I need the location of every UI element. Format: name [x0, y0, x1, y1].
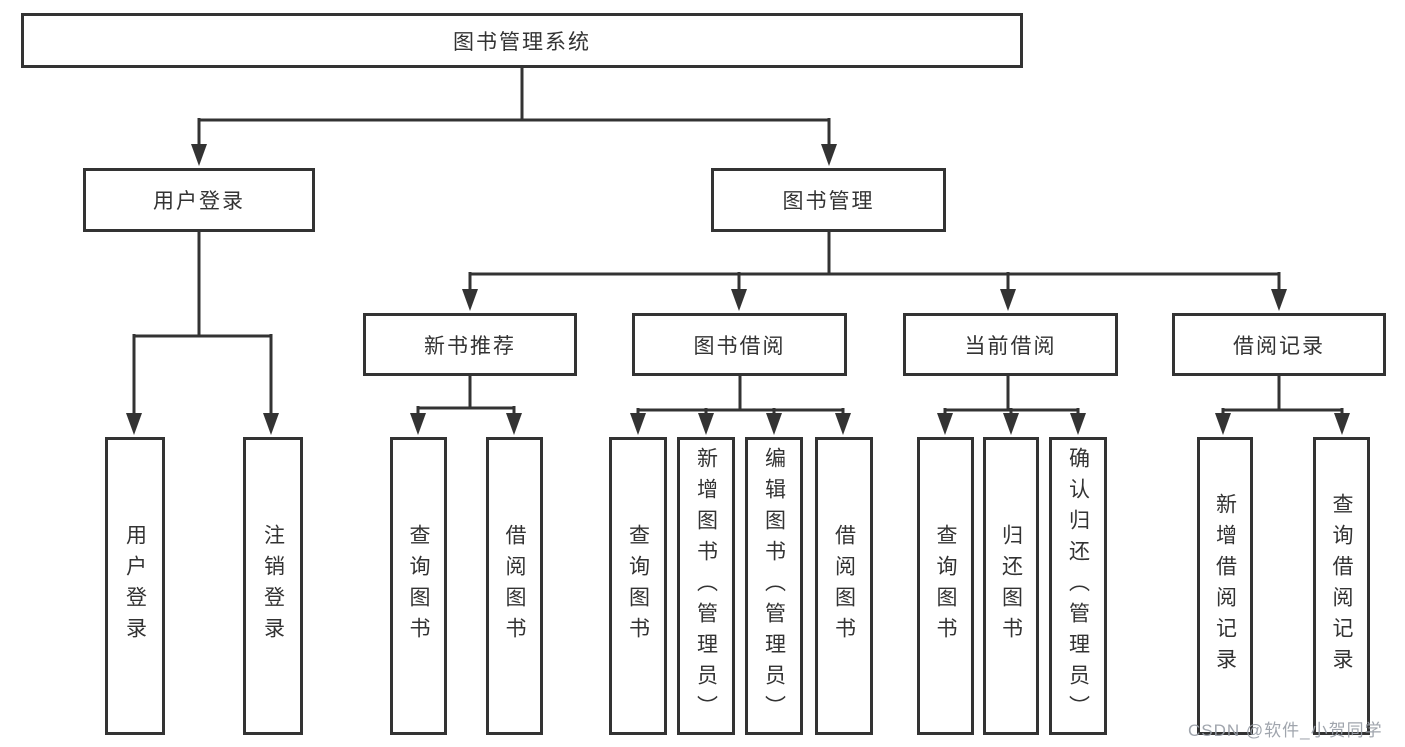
- node-book-borrow: 图书借阅: [632, 313, 847, 376]
- arrow-icon: [462, 289, 478, 311]
- leaf-user-login: 用户登录: [105, 437, 165, 735]
- leaf-add-book-admin: 新增图书（管理员）: [677, 437, 735, 735]
- leaf-add-borrow-record: 新增借阅记录: [1197, 437, 1253, 735]
- node-user-login: 用户登录: [83, 168, 315, 232]
- node-current-borrow: 当前借阅: [903, 313, 1118, 376]
- node-label: 查询图书: [407, 524, 430, 648]
- arrow-icon: [1000, 289, 1016, 311]
- node-label: 当前借阅: [964, 334, 1057, 358]
- csdn-watermark: CSDN @软件_小贺同学: [1188, 721, 1383, 740]
- leaf-borrow-books-recommend: 借阅图书: [486, 437, 543, 735]
- node-label: 确认归还（管理员）: [1066, 446, 1090, 726]
- arrow-icon: [731, 289, 747, 311]
- arrow-icon: [1215, 413, 1231, 435]
- node-label: 新增借阅记录: [1213, 493, 1237, 679]
- node-label: 归还图书: [999, 524, 1023, 648]
- arrow-icon: [630, 413, 646, 435]
- arrow-icon: [410, 413, 426, 435]
- node-label: 新增图书（管理员）: [694, 446, 718, 726]
- node-label: 借阅记录: [1233, 334, 1325, 358]
- arrow-icon: [1334, 413, 1350, 435]
- arrow-icon: [191, 144, 207, 166]
- leaf-return-books: 归还图书: [983, 437, 1039, 735]
- node-label: 查询图书: [626, 524, 650, 648]
- arrowheads: [126, 144, 1350, 435]
- node-borrow-records: 借阅记录: [1172, 313, 1386, 376]
- arrow-icon: [1070, 413, 1086, 435]
- node-label: 查询图书: [934, 524, 957, 648]
- node-label: 图书借阅: [693, 334, 786, 358]
- leaf-logout-login: 注销登录: [243, 437, 303, 735]
- node-label: 借阅图书: [503, 524, 526, 648]
- arrow-icon: [766, 413, 782, 435]
- node-new-book-recommend: 新书推荐: [363, 313, 577, 376]
- leaf-confirm-return-admin: 确认归还（管理员）: [1049, 437, 1107, 735]
- arrow-icon: [126, 413, 142, 435]
- connector-root-to-level2: [197, 66, 831, 146]
- node-label: 编辑图书（管理员）: [762, 446, 786, 726]
- node-book-management: 图书管理: [711, 168, 946, 232]
- connector-bookmgmt-to-level3: [468, 232, 1281, 291]
- leaf-query-borrow-record: 查询借阅记录: [1313, 437, 1370, 735]
- connector-userlogin-to-leaves: [132, 232, 273, 415]
- node-label: 图书管理: [782, 190, 875, 213]
- node-label: 借阅图书: [832, 524, 856, 648]
- node-label: 注销登录: [261, 524, 285, 648]
- connector-recommend-to-leaves: [416, 376, 516, 415]
- arrow-icon: [506, 413, 522, 435]
- arrow-icon: [937, 413, 953, 435]
- arrow-icon: [1271, 289, 1287, 311]
- node-label: 用户登录: [123, 524, 147, 648]
- node-label: 图书管理系统: [453, 30, 591, 54]
- connector-records-to-leaves: [1221, 376, 1344, 415]
- connector-current-to-leaves: [943, 376, 1080, 415]
- node-label: 新书推荐: [424, 334, 516, 358]
- arrow-icon: [263, 413, 279, 435]
- node-label: 查询借阅记录: [1330, 493, 1353, 679]
- connector-borrow-to-leaves: [636, 376, 845, 415]
- node-label: 用户登录: [153, 190, 245, 213]
- arrow-icon: [1003, 413, 1019, 435]
- arrow-icon: [698, 413, 714, 435]
- leaf-borrow-books: 借阅图书: [815, 437, 873, 735]
- leaf-query-books-borrow: 查询图书: [609, 437, 667, 735]
- leaf-edit-book-admin: 编辑图书（管理员）: [745, 437, 803, 735]
- arrow-icon: [821, 144, 837, 166]
- leaf-query-books-recommend: 查询图书: [390, 437, 447, 735]
- leaf-query-books-current: 查询图书: [917, 437, 974, 735]
- arrow-icon: [835, 413, 851, 435]
- node-library-system: 图书管理系统: [21, 13, 1023, 68]
